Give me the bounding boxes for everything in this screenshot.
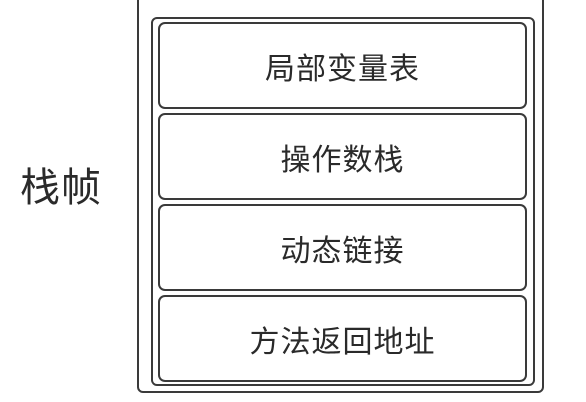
slot-label: 方法返回地址 (249, 324, 436, 360)
stack-frame-label: 栈帧 (20, 165, 102, 211)
slot-label: 动态链接 (280, 233, 405, 269)
operand-stack-slot: 操作数栈 (158, 113, 527, 200)
dynamic-linking-slot: 动态链接 (158, 204, 527, 291)
return-address-slot: 方法返回地址 (158, 295, 527, 382)
outer-frame-border (137, 0, 544, 393)
stack-frame-box (151, 17, 535, 386)
local-variable-table-slot: 局部变量表 (158, 22, 527, 109)
slot-label: 局部变量表 (265, 51, 420, 87)
slot-label: 操作数栈 (280, 142, 405, 178)
